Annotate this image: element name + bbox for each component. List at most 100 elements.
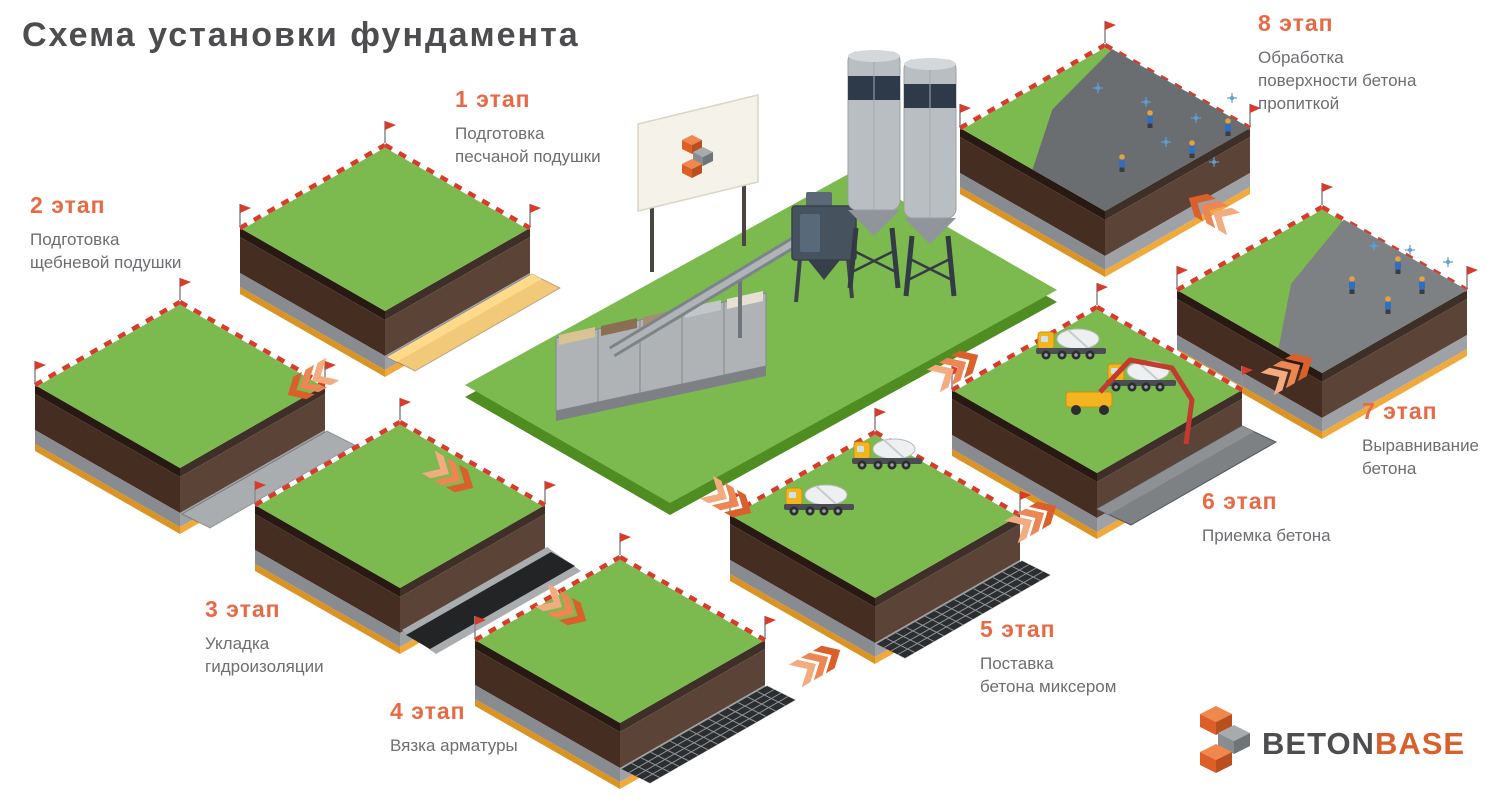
stage-2-block [33, 278, 357, 534]
logo-text-base: BASE [1374, 726, 1466, 761]
flow-arrow [1004, 501, 1057, 544]
concrete-mixer-truck [1036, 328, 1106, 360]
signboard-brick-logo-icon [682, 135, 713, 178]
stage-6-number: 6 этап [1202, 488, 1278, 514]
stage-4-block [473, 533, 797, 789]
survey-flag [179, 278, 191, 300]
concrete-pump [1065, 357, 1195, 445]
flow-arrow [926, 350, 979, 393]
mixer-unit [791, 192, 857, 303]
waterproofing-layer [406, 552, 575, 649]
concrete-surface [1278, 219, 1467, 373]
impregnation-droplet [1141, 97, 1151, 107]
survey-flag [1096, 283, 1108, 305]
stage-8-number: 8 этап [1258, 10, 1334, 36]
worker-figure [1349, 276, 1355, 294]
flow-arrow [421, 450, 474, 493]
conveyor-belt [608, 234, 802, 358]
survey-flag [399, 398, 411, 420]
worker-figure [1225, 118, 1231, 136]
impregnation-droplet [1191, 113, 1201, 123]
stage-7-block [1175, 183, 1478, 439]
worker-figure [1119, 154, 1125, 172]
stage-1-description: Подготовка песчаной подушки [455, 124, 601, 166]
stage-3-label: 3 этап Укладка гидроизоляции [205, 596, 324, 679]
cement-silo [847, 50, 901, 289]
impregnation-droplet [1161, 137, 1171, 147]
concrete-surface [1032, 49, 1250, 212]
worker-figure [1147, 110, 1153, 128]
flow-arrow [287, 357, 340, 400]
survey-flag [34, 361, 46, 383]
impregnation-droplet [1405, 245, 1415, 255]
stage-7-number: 7 этап [1362, 398, 1438, 424]
stage-3-number: 3 этап [205, 596, 281, 622]
stage-1-block [238, 121, 562, 377]
stage-7-description: Выравнивание бетона [1362, 436, 1480, 478]
survey-flag [1241, 366, 1253, 388]
flow-arrow [1188, 193, 1241, 236]
worker-figure [1385, 296, 1391, 314]
survey-flag [1019, 491, 1031, 513]
stage-2-number: 2 этап [30, 192, 106, 218]
concrete-batching-plant [465, 50, 1057, 515]
stage-4-number: 4 этап [390, 698, 466, 724]
stage-1-label: 1 этап Подготовка песчаной подушки [455, 86, 601, 169]
flow-arrow [1260, 353, 1313, 396]
survey-flag [1321, 183, 1333, 205]
survey-flag [384, 121, 396, 143]
stage-8-description: Обработка поверхности бетона пропиткой [1258, 48, 1417, 113]
stage-2-label: 2 этап Подготовка щебневой подушки [30, 192, 181, 275]
impregnation-droplet [1443, 257, 1453, 267]
flow-arrow [699, 475, 752, 518]
survey-flag [239, 204, 251, 226]
aggregate-bins [555, 291, 767, 421]
impregnation-droplet [1093, 83, 1103, 93]
stage-6-label: 6 этап Приемка бетона [1202, 488, 1331, 548]
company-signboard [637, 94, 759, 272]
flow-arrow [788, 645, 841, 688]
survey-flag [764, 616, 776, 638]
stage-6-block [950, 283, 1278, 539]
survey-flag [254, 481, 266, 503]
survey-flag [474, 616, 486, 638]
stage-4-label: 4 этап Вязка арматуры [390, 698, 518, 758]
betonbase-logo-text: BETONBASE [1262, 726, 1465, 762]
betonbase-logo-icon [1200, 706, 1250, 773]
poured-concrete [1095, 425, 1278, 526]
survey-flag [529, 204, 541, 226]
sand-cushion [385, 273, 562, 372]
survey-flag [1104, 21, 1116, 43]
impregnation-droplet [1209, 157, 1219, 167]
impregnation-droplet [1227, 93, 1237, 103]
stage-5-label: 5 этап Поставка бетона миксером [980, 616, 1116, 699]
cement-silo [903, 58, 957, 297]
pump-boom [1098, 357, 1195, 445]
concrete-mixer-truck [852, 438, 922, 470]
worker-figure [1189, 140, 1195, 158]
stage-7-label: 7 этап Выравнивание бетона [1362, 398, 1479, 481]
page-title: Схема установки фундамента [22, 16, 580, 54]
survey-flag [874, 408, 886, 430]
stage-2-description: Подготовка щебневой подушки [30, 230, 182, 272]
logo-text-beton: BETON [1262, 726, 1375, 761]
stage-3-description: Укладка гидроизоляции [205, 634, 324, 676]
concrete-mixer-truck [784, 484, 854, 516]
worker-figure [1419, 276, 1425, 294]
survey-flag [1466, 266, 1478, 288]
stage-5-description: Поставка бетона миксером [980, 654, 1117, 696]
stage-8-label: 8 этап Обработка поверхности бетона проп… [1258, 10, 1416, 116]
gravel-cushion [180, 430, 357, 529]
stage-5-block [728, 408, 1052, 664]
stage-5-number: 5 этап [980, 616, 1056, 642]
flow-arrow [534, 583, 587, 626]
survey-flag [544, 481, 556, 503]
impregnation-droplet [1369, 241, 1379, 251]
stage-1-number: 1 этап [455, 86, 531, 112]
survey-flag [959, 104, 971, 126]
stage-6-description: Приемка бетона [1202, 526, 1331, 545]
stage-4-description: Вязка арматуры [390, 736, 518, 755]
worker-figure [1395, 256, 1401, 274]
